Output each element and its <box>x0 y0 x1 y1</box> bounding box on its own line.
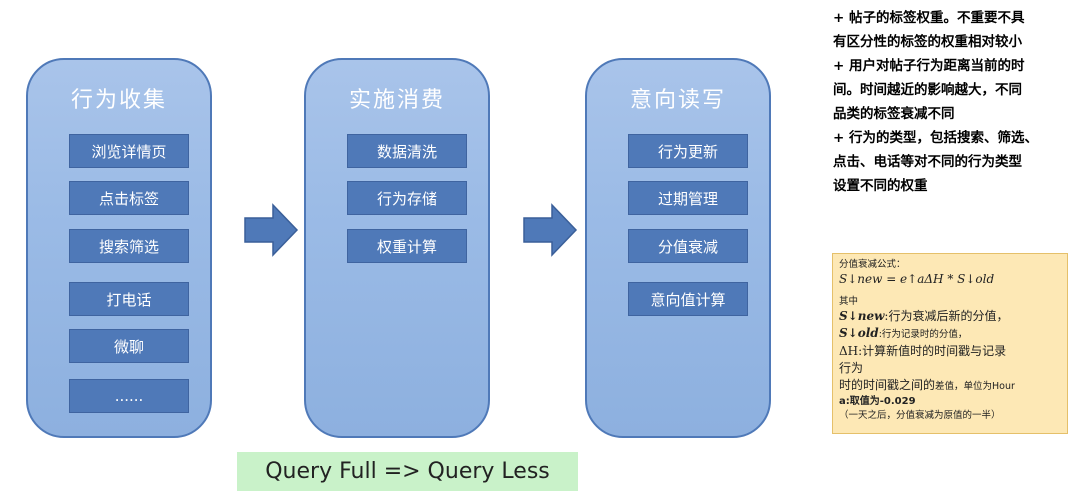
query-text: Query Full => Query Less <box>265 459 550 484</box>
decay-formula: S↓new = e↑aΔH * S↓old <box>839 272 995 286</box>
var-s-old: S↓old <box>839 326 879 340</box>
def-s-old: :行为记录时的分值， <box>878 329 968 340</box>
formula-def-a: a:取值为-0.029 <box>839 396 916 407</box>
stage-title: 实施消费 <box>348 88 445 113</box>
formula-def-delta-unit: 时的时间戳之间的差值，单位为Hour <box>839 377 1061 395</box>
note-line: 设置不同的权重 <box>833 178 928 194</box>
note-line: + 行为的类型，包括搜索、筛选、 <box>833 130 1039 146</box>
step-item: 微聊 <box>69 329 189 363</box>
stage-title: 行为收集 <box>70 88 167 113</box>
step-item: 意向值计算 <box>628 282 748 316</box>
flow-arrow-icon <box>523 203 578 257</box>
formula-note: （一天之后，分值衰减为原值的一半） <box>839 410 1001 421</box>
step-item: 分值衰减 <box>628 229 748 263</box>
step-item: 点击标签 <box>69 181 189 215</box>
stage-consumption: 实施消费 数据清洗 行为存储 权重计算 <box>304 58 490 438</box>
def-s-new: :行为衰减后新的分值， <box>884 309 1009 323</box>
note-line: + 用户对帖子行为距离当前的时 <box>833 58 1025 74</box>
step-item: 数据清洗 <box>347 134 467 168</box>
var-s-new: S↓new <box>839 309 885 323</box>
query-banner: Query Full => Query Less <box>237 452 578 491</box>
note-line: 点击、电话等对不同的行为类型 <box>833 154 1022 170</box>
step-item: 搜索筛选 <box>69 229 189 263</box>
step-item: 打电话 <box>69 282 189 316</box>
step-item: 权重计算 <box>347 229 467 263</box>
stage-behavior-collection: 行为收集 浏览详情页 点击标签 搜索筛选 打电话 微聊 ...... <box>26 58 212 438</box>
formula-def-old: S↓old:行为记录时的分值， <box>839 325 1061 343</box>
step-item: 过期管理 <box>628 181 748 215</box>
step-item: 行为更新 <box>628 134 748 168</box>
formula-where: 其中 <box>839 296 859 307</box>
formula-def-delta: ΔH:计算新值时的时间戳与记录 <box>839 344 1007 358</box>
def-delta-small: 差值，单位为Hour <box>935 381 1015 392</box>
note-line: + 帖子的标签权重。不重要不具 <box>833 10 1025 26</box>
def-delta-main: 时的时间戳之间的 <box>839 378 936 392</box>
stage-title: 意向读写 <box>629 88 726 113</box>
formula-heading: 分值衰减公式： <box>839 259 906 270</box>
formula-def-delta-cont: 行为 <box>839 361 864 375</box>
note-line: 品类的标签衰减不同 <box>833 106 955 122</box>
step-item: 浏览详情页 <box>69 134 189 168</box>
formula-def-new: S↓new:行为衰减后新的分值， <box>839 308 1061 325</box>
step-item: ...... <box>69 379 189 413</box>
note-line: 有区分性的标签的权重相对较小 <box>833 34 1022 50</box>
step-item: 行为存储 <box>347 181 467 215</box>
weight-notes: + 帖子的标签权重。不重要不具 有区分性的标签的权重相对较小 + 用户对帖子行为… <box>833 6 1073 198</box>
flow-arrow-icon <box>244 203 299 257</box>
stage-intent-rw: 意向读写 行为更新 过期管理 分值衰减 意向值计算 <box>585 58 771 438</box>
decay-formula-box: 分值衰减公式： S↓new = e↑aΔH * S↓old 其中 S↓new:行… <box>832 253 1068 434</box>
note-line: 间。时间越近的影响越大，不同 <box>833 82 1022 98</box>
